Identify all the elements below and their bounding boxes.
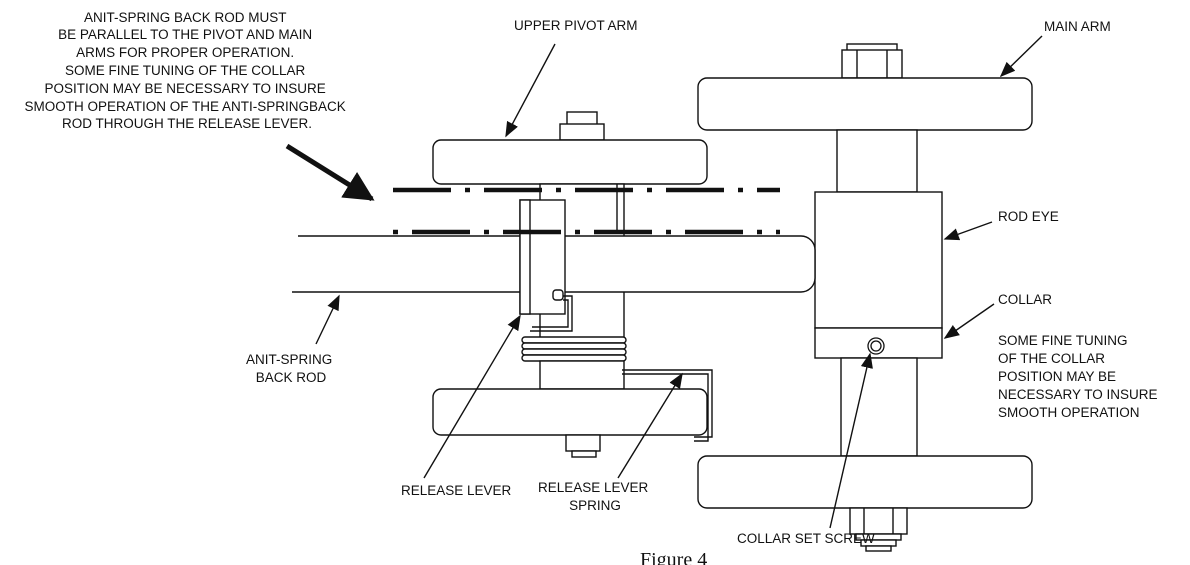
collar-note: SOME FINE TUNING OF THE COLLAR POSITION …: [998, 333, 1161, 420]
rod-eye: [814, 191, 943, 329]
note-line: BE PARALLEL TO THE PIVOT AND MAIN: [58, 27, 312, 42]
collar-note-line: OF THE COLLAR: [998, 351, 1105, 366]
main-arm-top-bolt: [841, 43, 903, 79]
note-line: SOME FINE TUNING OF THE COLLAR: [65, 63, 306, 78]
collar-note-line: SOME FINE TUNING: [998, 333, 1128, 348]
figure-caption: Figure 4: [640, 549, 707, 565]
release-lever-leader: [423, 314, 521, 479]
release-lever-spring-leader: [617, 372, 683, 479]
release-lever-spring-tail: [622, 369, 713, 442]
upper-pivot-arm-leader: [505, 43, 556, 138]
note-text: ANIT-SPRING BACK ROD MUST BE PARALLEL TO…: [24, 10, 349, 131]
collar-set-screw-leader: [829, 352, 873, 529]
main-shaft-lower: [840, 357, 918, 457]
upper-pivot-bolt: [559, 111, 605, 141]
collar-set-screw-label: COLLAR SET SCREW: [737, 531, 875, 546]
collar-label: COLLAR: [998, 292, 1052, 307]
parallel-guide-lines: [393, 187, 780, 235]
release-lever-spring-label: RELEASE LEVER SPRING: [538, 480, 652, 513]
main-arm-bottom: [697, 455, 1033, 509]
note-line: ANIT-SPRING BACK ROD MUST: [84, 10, 286, 25]
collar-leader: [943, 303, 995, 339]
note-arrow: [285, 143, 375, 202]
main-shaft-upper: [836, 129, 918, 193]
main-arm-label: MAIN ARM: [1044, 19, 1111, 34]
rod-eye-label: ROD EYE: [998, 209, 1059, 224]
anti-spring-back-rod: [292, 235, 816, 293]
upper-pivot-arm: [432, 139, 708, 185]
release-lever-spring: [521, 336, 627, 362]
main-arm-top: [697, 77, 1033, 131]
rod-eye-leader: [943, 221, 993, 241]
release-lever-label: RELEASE LEVER: [401, 483, 512, 498]
collar-note-line: POSITION MAY BE: [998, 369, 1116, 384]
lower-pivot-arm: [432, 388, 708, 436]
release-lever: [519, 199, 573, 332]
main-arm-bottom-bolt: [849, 507, 908, 552]
anti-spring-back-rod-label: ANIT-SPRING BACK ROD: [246, 352, 336, 385]
lower-pivot-bolt: [565, 434, 601, 458]
anti-spring-back-rod-leader: [315, 294, 340, 345]
collar-note-line: NECESSARY TO INSURE: [998, 387, 1158, 402]
note-line: ARMS FOR PROPER OPERATION.: [76, 45, 294, 60]
note-line: SMOOTH OPERATION OF THE ANTI-SPRINGBACK: [24, 99, 345, 114]
collar-set-screw: [867, 337, 885, 355]
collar-note-line: SMOOTH OPERATION: [998, 405, 1140, 420]
note-line: ROD THROUGH THE RELEASE LEVER.: [62, 116, 312, 131]
upper-pivot-arm-label: UPPER PIVOT ARM: [514, 18, 638, 33]
note-line: POSITION MAY BE NECESSARY TO INSURE: [44, 81, 325, 96]
main-arm-leader: [999, 35, 1043, 78]
